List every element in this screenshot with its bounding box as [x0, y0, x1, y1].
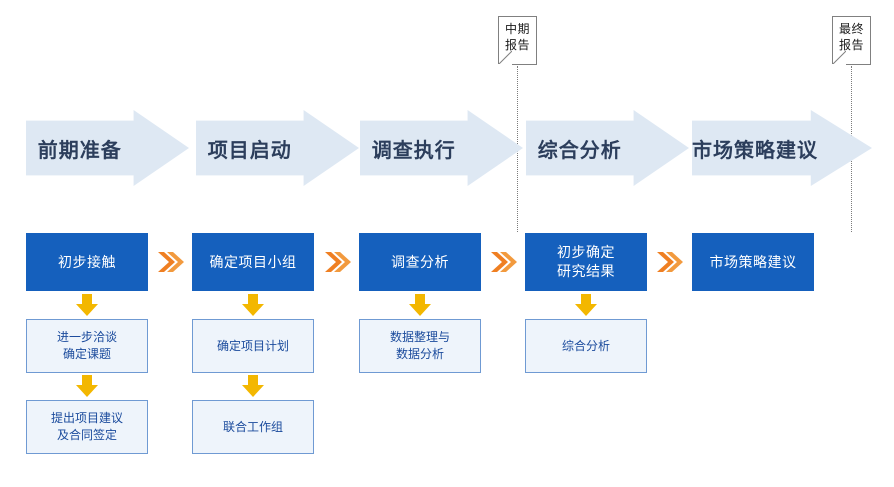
stage-arrow-2-label: 项目启动	[207, 139, 292, 162]
down-arrow-1a	[76, 294, 98, 316]
process-box-3-label: 调查分析	[391, 253, 449, 270]
down-arrow-3a	[409, 294, 431, 316]
stage-arrow-2[interactable]: 项目启动	[196, 110, 359, 186]
sub-box-3-1[interactable]: 数据整理与 数据分析	[359, 319, 481, 373]
down-arrow-4a	[575, 294, 597, 316]
note-flag-final[interactable]: 最终 报告	[832, 16, 871, 65]
note-flag-midterm[interactable]: 中期 报告	[498, 16, 537, 65]
process-box-5[interactable]: 市场策略建议	[692, 233, 814, 291]
process-box-4[interactable]: 初步确定 研究结果	[525, 233, 647, 291]
stage-arrow-1-label: 前期准备	[37, 139, 122, 162]
sub-box-1-2-label: 提出项目建议 及合同签定	[50, 411, 123, 442]
sub-box-2-1[interactable]: 确定项目计划	[192, 319, 314, 373]
double-chevron-right-icon	[491, 252, 517, 272]
process-box-2[interactable]: 确定项目小组	[192, 233, 314, 291]
process-box-3[interactable]: 调查分析	[359, 233, 481, 291]
chevron-arrow-1	[158, 250, 184, 274]
sub-box-2-2-label: 联合工作组	[222, 419, 283, 434]
process-box-5-label: 市场策略建议	[709, 253, 797, 270]
double-chevron-right-icon	[158, 252, 184, 272]
sub-box-1-1-label: 进一步洽谈 确定课题	[56, 330, 117, 361]
arrow-down-icon	[409, 294, 431, 316]
sub-box-1-2[interactable]: 提出项目建议 及合同签定	[26, 400, 148, 454]
chevron-arrow-4	[657, 250, 683, 274]
chevron-arrow-2	[325, 250, 351, 274]
stage-arrow-4-label: 综合分析	[537, 139, 622, 162]
double-chevron-right-icon	[657, 252, 683, 272]
sub-box-2-2[interactable]: 联合工作组	[192, 400, 314, 454]
note-flag-midterm-label: 中期 报告	[504, 22, 530, 52]
arrow-down-icon	[242, 294, 264, 316]
down-arrow-2a	[242, 294, 264, 316]
process-box-1-label: 初步接触	[58, 253, 116, 270]
dogear-icon	[832, 51, 846, 65]
stage-arrow-4[interactable]: 综合分析	[526, 110, 689, 186]
sub-box-2-1-label: 确定项目计划	[216, 338, 289, 353]
stage-arrow-3-label: 调查执行	[371, 139, 456, 162]
double-chevron-right-icon	[325, 252, 351, 272]
down-arrow-2b	[242, 375, 264, 397]
stage-arrow-3[interactable]: 调查执行	[360, 110, 523, 186]
sub-box-3-1-label: 数据整理与 数据分析	[389, 330, 450, 361]
process-box-1[interactable]: 初步接触	[26, 233, 148, 291]
chevron-arrow-3	[491, 250, 517, 274]
arrow-down-icon	[242, 375, 264, 397]
note-flag-final-label: 最终 报告	[838, 22, 864, 52]
arrow-down-icon	[76, 294, 98, 316]
process-box-2-label: 确定项目小组	[209, 253, 297, 270]
stage-arrow-5[interactable]: 市场策略建议	[692, 110, 872, 186]
arrow-down-icon	[575, 294, 597, 316]
down-arrow-1b	[76, 375, 98, 397]
dogear-icon	[498, 51, 512, 65]
stage-arrow-1[interactable]: 前期准备	[26, 110, 189, 186]
arrow-down-icon	[76, 375, 98, 397]
sub-box-1-1[interactable]: 进一步洽谈 确定课题	[26, 319, 148, 373]
process-box-4-label: 初步确定 研究结果	[557, 244, 615, 279]
sub-box-4-1-label: 综合分析	[561, 338, 610, 353]
sub-box-4-1[interactable]: 综合分析	[525, 319, 647, 373]
stage-arrow-5-label: 市场策略建议	[692, 139, 818, 162]
